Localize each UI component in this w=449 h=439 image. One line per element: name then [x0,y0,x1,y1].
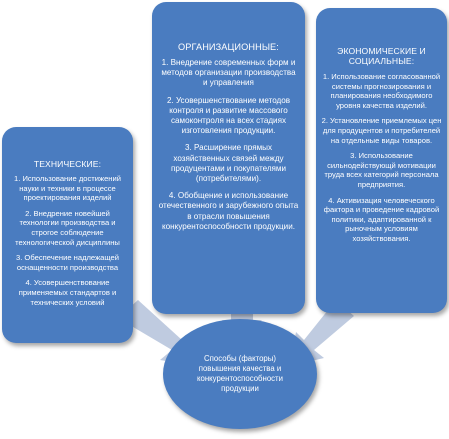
economic-title: ЭКОНОМИЧЕСКИЕ И СОЦИАЛЬНЫЕ: [337,46,426,66]
technical-item: 1. Использование достижений науки и техн… [14,174,121,203]
technical-title: ТЕХНИЧЕСКИЕ: [33,159,102,169]
result-oval: Способы (факторы) повышения качества и к… [163,319,317,429]
technical-factors-box: ТЕХНИЧЕСКИЕ: 1. Использование достижений… [2,127,133,343]
result-label: Способы (факторы) повышения качества и к… [197,354,283,393]
economic-item: 3. Использование сильнодействующй мотива… [324,151,439,189]
organizational-factors-box: ОРГАНИЗАЦИОННЫЕ: 1. Внедрение современны… [152,2,305,314]
technical-item: 2. Внедрение новейшей технологии произво… [15,208,120,247]
organizational-item: 4. Обобщение и использование отечественн… [158,191,299,231]
economic-item: 1. Использование согласованной системы п… [322,72,441,110]
organizational-item: 3. Расширение прямых хозяйственных связе… [170,143,287,184]
organizational-title: ОРГАНИЗАЦИОННЫЕ: [178,42,279,52]
technical-item: 4. Усовершенствование применяемых станда… [18,278,117,307]
economic-item: 4. Активизация человеческого фактора и п… [323,195,440,243]
technical-item: 3. Обеспечение надлежащей оснащенности п… [15,253,119,272]
economic-social-factors-box: ЭКОНОМИЧЕСКИЕ И СОЦИАЛЬНЫЕ: 1. Использов… [316,8,447,313]
organizational-item: 2. Усовершенствование методов контроля и… [166,95,291,136]
economic-item: 2. Установление приемлемых цен для проду… [321,116,442,145]
organizational-item: 1. Внедрение современных форм и методов … [161,58,296,88]
